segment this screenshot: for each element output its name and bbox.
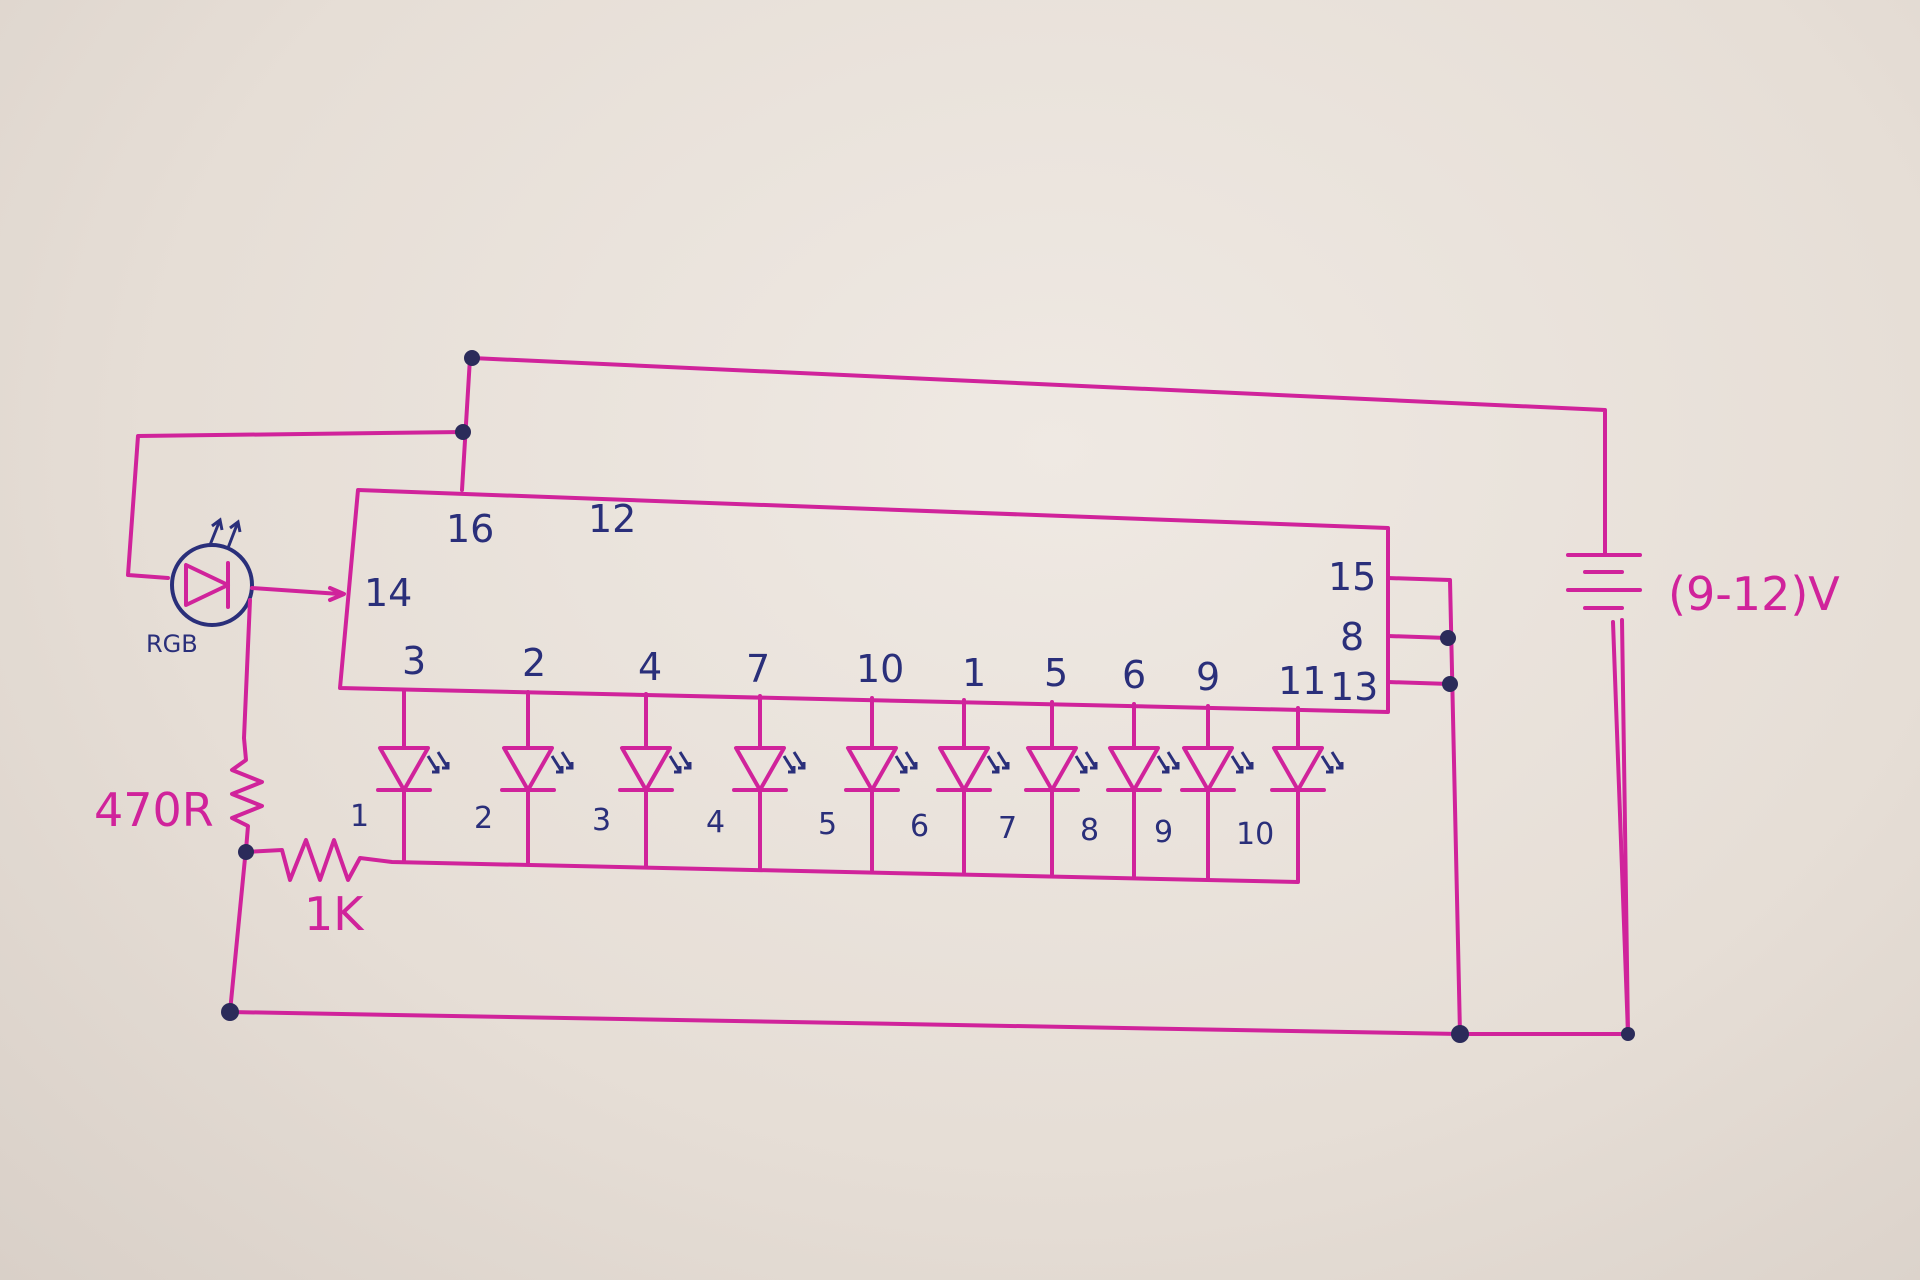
led: 7 [998,700,1098,876]
pin-label-6: 6 [1122,653,1146,697]
pin-label-1: 1 [962,651,986,695]
light-ray-icon [1156,755,1170,773]
pin-label-14: 14 [364,571,412,615]
led: 8 [1080,702,1180,878]
ic-chip [338,488,1390,714]
pin-label-9: 9 [1196,655,1220,699]
light-ray-icon [426,755,440,773]
led-label: 3 [592,803,611,838]
sensor-down-wire [242,598,252,740]
rgb-sensor-circle [170,543,254,627]
led: 9 [1154,704,1254,880]
junction-dot [1451,1025,1469,1043]
junction-dot [221,1003,239,1021]
pin-label-12: 12 [588,497,636,541]
pin-label-3: 3 [402,639,426,683]
led-label: 2 [474,801,493,836]
junction-dots [221,350,1635,1043]
led-label: 7 [998,811,1017,846]
light-ray-icon [668,755,682,773]
top-supply-wire [470,356,1607,557]
light-ray-icon [1230,755,1244,773]
led: 3 [592,692,692,868]
vcc-vertical-wire [460,356,472,492]
light-ray-icon [550,755,564,773]
right-pin-wires [1386,576,1462,1036]
led: 1 [350,688,450,864]
led-label: 10 [1236,817,1274,852]
light-ray-icon [1320,755,1334,773]
led: 6 [910,698,1010,874]
pin-label-13: 13 [1330,665,1378,709]
junction-dot [1440,630,1456,646]
ground-wire [228,618,1630,1036]
rgb-sensor [170,517,346,740]
pin-label-7: 7 [746,647,770,691]
junction-dot [1621,1027,1635,1041]
pin-label-15: 15 [1328,555,1376,599]
junction-dot [455,424,471,440]
led: 10 [1236,706,1344,882]
resistor-470r [230,736,264,852]
led: 4 [706,694,806,870]
rgb-sensor-triangle [184,563,230,607]
junction-dot [1442,676,1458,692]
ground-left-vertical [228,846,248,1014]
ic-pin-labels: 16 12 14 15 8 13 3 2 4 7 10 1 5 6 9 11 [364,497,1378,709]
pin-label-10: 10 [856,647,904,691]
battery-symbol [1566,553,1642,1036]
resistor-470r-label: 470R [94,783,214,837]
light-ray-icon [894,755,908,773]
pin-label-5: 5 [1044,651,1068,695]
pin-label-8: 8 [1340,615,1364,659]
supply-wires [126,356,1630,1036]
led-label: 1 [350,799,369,834]
supply-voltage-label: (9-12)V [1668,567,1840,621]
led-label: 4 [706,805,725,840]
resistor-1k [244,838,1300,884]
component-labels: RGB 470R 1K (9-12)V [94,567,1840,941]
light-ray-icon [1074,755,1088,773]
sensor-to-pin14-wire [250,586,342,596]
led-label: 5 [818,807,837,842]
rgb-sensor-label: RGB [146,630,198,658]
light-ray-icon [782,755,796,773]
resistor-1k-label: 1K [304,887,365,941]
sensor-loop-wire [126,430,465,580]
junction-dot [238,844,254,860]
led-label: 8 [1080,813,1099,848]
pin-label-2: 2 [522,641,546,685]
junction-dot [464,350,480,366]
pin-label-11: 11 [1278,659,1326,703]
led-label: 9 [1154,815,1173,850]
led-array: 1 2 3 4 5 6 7 8 9 10 [350,688,1344,882]
led-label: 6 [910,809,929,844]
light-ray-icon [986,755,1000,773]
led: 2 [474,690,574,866]
pin-label-16: 16 [446,507,494,551]
led: 5 [818,696,918,872]
pin-label-4: 4 [638,645,662,689]
light-ray-icon [208,519,222,546]
